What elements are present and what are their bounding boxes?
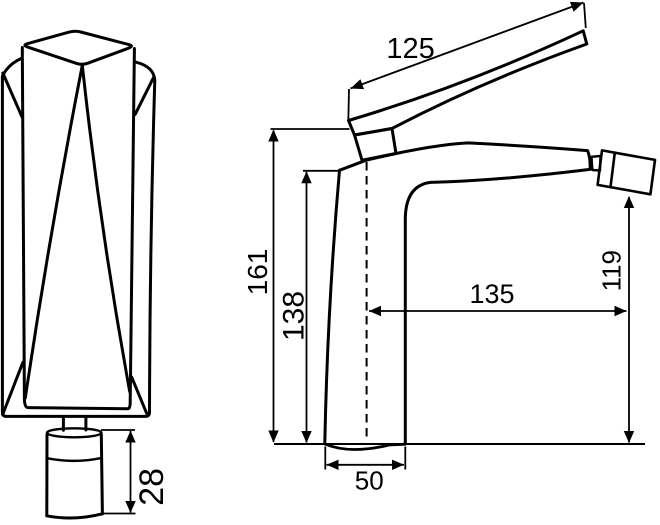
svg-text:28: 28 (133, 468, 171, 506)
svg-text:50: 50 (355, 465, 384, 495)
svg-text:125: 125 (386, 33, 434, 65)
svg-text:135: 135 (469, 279, 514, 309)
svg-text:138: 138 (277, 291, 310, 341)
svg-text:161: 161 (242, 249, 273, 296)
svg-text:119: 119 (597, 250, 627, 291)
